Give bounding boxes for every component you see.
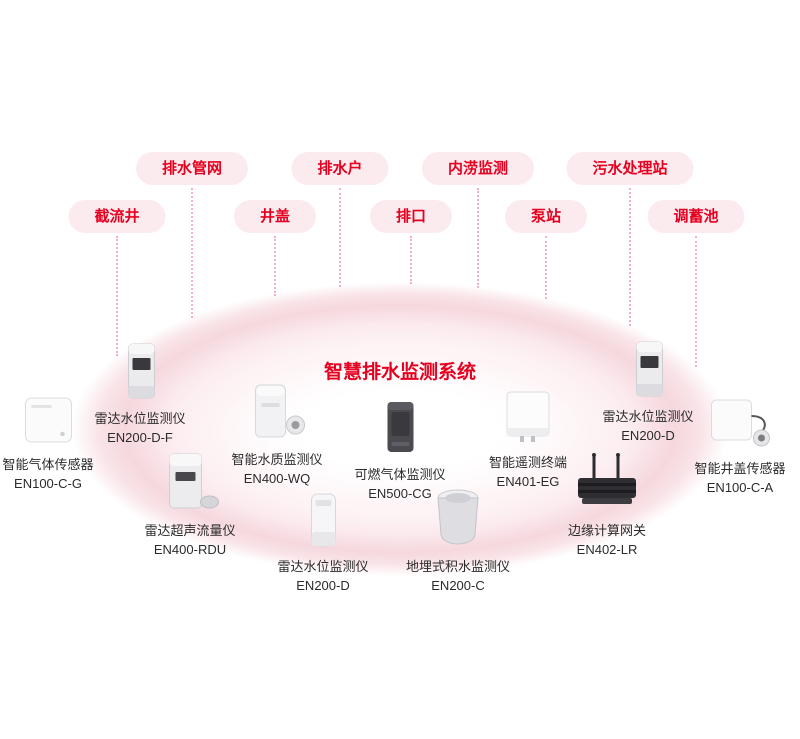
- connector-pump-station: [545, 236, 547, 299]
- device-name: 智能气体传感器: [2, 457, 94, 472]
- radar-level-monitor-icon: [118, 342, 162, 400]
- device-name: 雷达超声流量仪: [144, 523, 236, 538]
- telemetry-terminal-icon: [503, 388, 553, 444]
- device-model: EN100-C-A: [706, 479, 774, 495]
- device-name: 雷达水位监测仪: [277, 559, 369, 574]
- device-telemetry-terminal-en401-eg: 智能遥测终端 EN401-EG: [489, 388, 567, 492]
- gas-sensor-icon: [22, 394, 74, 446]
- device-buried-ponding-en200-c: 地埋式积水监测仪 EN200-C: [406, 486, 510, 596]
- pill-waterlogging-monitoring: 内涝监测: [421, 152, 535, 185]
- water-quality-monitor-icon: [249, 383, 305, 441]
- device-model: EN200-D: [621, 427, 675, 443]
- device-name: 雷达水位监测仪: [94, 411, 186, 426]
- pill-drainage-household: 排水户: [291, 152, 389, 185]
- pill-pump-station: 泵站: [504, 200, 588, 233]
- pill-outfall: 排口: [369, 200, 453, 233]
- buried-ponding-monitor-icon: [432, 486, 484, 548]
- connector-drainage-household: [339, 188, 341, 287]
- pill-drainage-pipe-network: 排水管网: [135, 152, 249, 185]
- device-model: EN500-CG: [368, 485, 432, 501]
- connector-interception-well: [116, 236, 118, 356]
- radar-level-monitor-icon: [626, 340, 670, 398]
- device-water-quality-en400-wq: 智能水质监测仪 EN400-WQ: [231, 383, 323, 489]
- pill-sewage-treatment-station: 污水处理站: [566, 152, 694, 185]
- device-name: 边缘计算网关: [567, 523, 647, 538]
- device-radar-level-en200-d-f: 雷达水位监测仪 EN200-D-F: [94, 342, 186, 448]
- device-model: EN100-C-G: [14, 475, 82, 491]
- connector-outfall: [410, 236, 412, 284]
- ultrasonic-flow-meter-icon: [161, 452, 219, 512]
- pill-manhole-cover: 井盖: [233, 200, 317, 233]
- device-model: EN200-D: [296, 577, 350, 593]
- device-name: 智能遥测终端: [488, 455, 568, 470]
- edge-gateway-icon: [572, 452, 642, 512]
- device-radar-level-en200-d-right: 雷达水位监测仪 EN200-D: [602, 340, 694, 446]
- device-model: EN400-RDU: [153, 541, 227, 557]
- connector-storage-tank: [695, 236, 697, 367]
- device-name: 雷达水位监测仪: [602, 409, 694, 424]
- radar-level-monitor-icon: [303, 492, 343, 548]
- device-model: EN200-C: [431, 577, 485, 593]
- device-manhole-sensor-en100-c-a: 智能井盖传感器 EN100-C-A: [694, 396, 786, 498]
- device-model: EN402-LR: [576, 541, 638, 557]
- device-edge-gateway-en402-lr: 边缘计算网关 EN402-LR: [568, 452, 646, 560]
- connector-sewage-treatment-station: [629, 188, 631, 326]
- connector-drainage-pipe-network: [191, 188, 193, 318]
- device-model: EN400-WQ: [243, 470, 311, 486]
- combustible-gas-monitor-icon: [378, 398, 422, 456]
- device-name: 智能井盖传感器: [694, 461, 786, 476]
- connector-manhole-cover: [274, 236, 276, 296]
- device-gas-sensor-en100-c-g: 智能气体传感器 EN100-C-G: [2, 394, 94, 494]
- device-model: EN200-D-F: [107, 429, 173, 445]
- device-name: 可燃气体监测仪: [354, 467, 446, 482]
- page-title: 智慧排水监测系统: [323, 362, 477, 383]
- device-radar-level-en200-d-bottom: 雷达水位监测仪 EN200-D: [277, 492, 369, 596]
- device-ultrasonic-flow-en400-rdu: 雷达超声流量仪 EN400-RDU: [144, 452, 236, 560]
- connector-waterlogging-monitoring: [477, 188, 479, 288]
- manhole-sensor-icon: [709, 396, 771, 450]
- device-name: 智能水质监测仪: [231, 452, 323, 467]
- device-name: 地埋式积水监测仪: [405, 559, 511, 574]
- device-combustible-gas-en500-cg: 可燃气体监测仪 EN500-CG: [354, 398, 446, 504]
- pill-storage-tank: 调蓄池: [647, 200, 745, 233]
- device-model: EN401-EG: [496, 473, 560, 489]
- pill-interception-well: 截流井: [68, 200, 166, 233]
